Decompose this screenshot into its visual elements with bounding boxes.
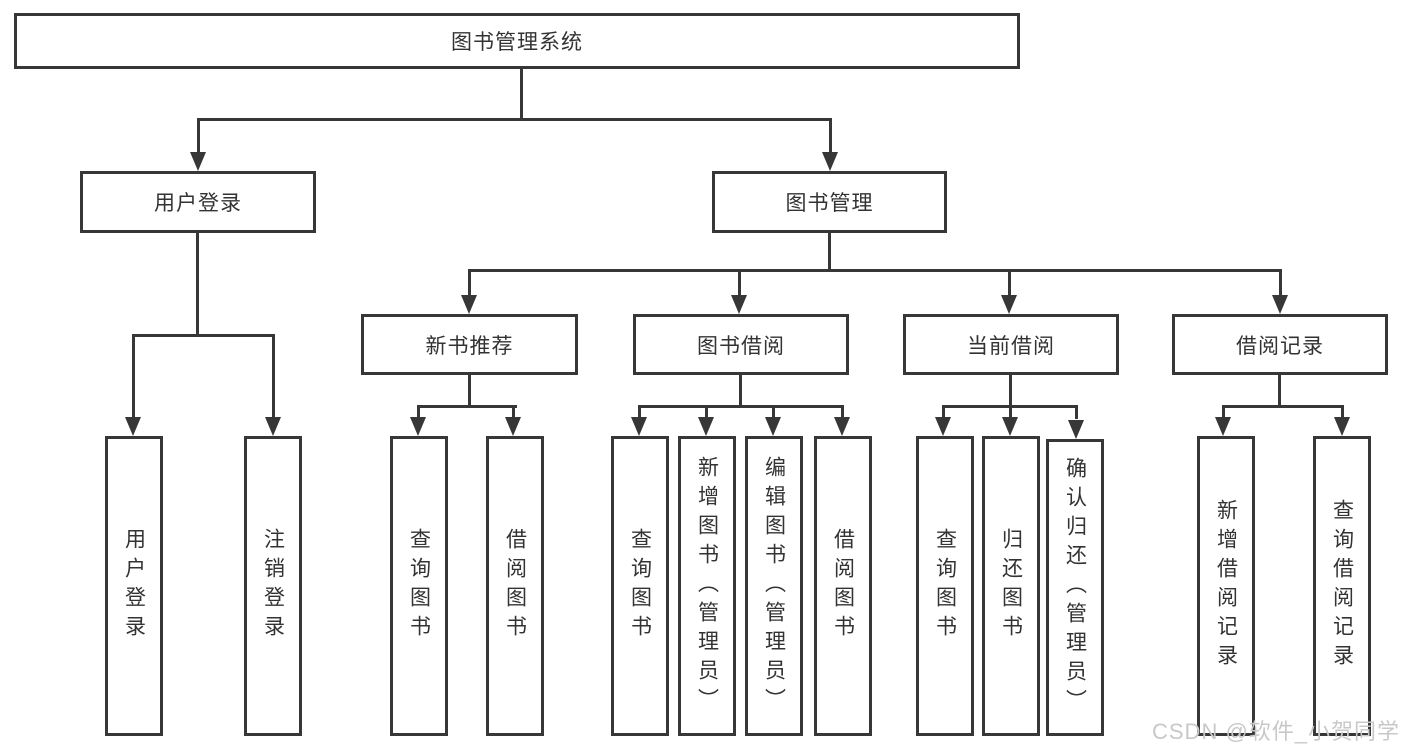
arrow-leaf-logout	[265, 417, 281, 436]
node-user-login: 用户登录	[80, 171, 316, 233]
connector-book-mgmt-stem	[828, 233, 831, 272]
arrow-add-book	[698, 417, 714, 436]
connector-drop-book-mgmt	[829, 118, 832, 154]
connector-drop-leaf-user-login	[132, 334, 135, 419]
connector-book-borrow-branch	[638, 405, 844, 408]
arrow-new-book	[461, 295, 477, 314]
arrow-add-record	[1215, 417, 1231, 436]
connector-drop-new-book	[468, 269, 471, 297]
leaf-add-book-admin: 新增图书（管理员）	[678, 436, 736, 736]
node-borrow-records-label: 借阅记录	[1236, 334, 1324, 358]
leaf-query-book-3: 查询图书	[916, 436, 974, 736]
arrow-return-book	[1002, 417, 1018, 436]
connector-drop-query-book-3	[942, 405, 945, 419]
connector-borrow-records-branch	[1222, 405, 1344, 408]
connector-current-borrow-stem	[1009, 374, 1012, 408]
leaf-confirm-return-admin: 确认归还（管理员）	[1046, 439, 1104, 736]
arrow-borrow-book-2	[834, 417, 850, 436]
leaf-confirm-return-admin-label: 确认归还（管理员）	[1063, 457, 1087, 718]
leaf-logout-label: 注销登录	[261, 528, 285, 644]
node-book-management-label: 图书管理	[785, 192, 874, 215]
node-book-borrow: 图书借阅	[633, 314, 849, 375]
leaf-borrow-book-2-label: 借阅图书	[831, 528, 855, 644]
connector-drop-edit-book	[772, 405, 775, 419]
node-user-login-label: 用户登录	[154, 192, 242, 215]
leaf-user-login-label: 用户登录	[122, 528, 146, 644]
leaf-query-book-1-label: 查询图书	[407, 528, 431, 644]
connector-new-book-stem	[468, 374, 471, 408]
leaf-borrow-book-2: 借阅图书	[814, 436, 872, 736]
leaf-borrow-book-1-label: 借阅图书	[503, 528, 527, 644]
csdn-watermark-text: CSDN @软件_小贺同学	[1152, 719, 1401, 744]
connector-drop-user-login	[197, 118, 200, 154]
arrow-book-mgmt	[822, 152, 838, 171]
leaf-return-book-label: 归还图书	[999, 528, 1023, 644]
node-new-book-recommend: 新书推荐	[361, 314, 578, 375]
connector-drop-add-record	[1222, 405, 1225, 419]
connector-drop-borrow-book-1	[512, 405, 515, 419]
node-current-borrow: 当前借阅	[903, 314, 1119, 375]
connector-drop-return-book	[1009, 405, 1012, 419]
node-root: 图书管理系统	[14, 13, 1020, 69]
leaf-add-borrow-record-label: 新增借阅记录	[1214, 499, 1238, 673]
arrow-user-login	[190, 152, 206, 171]
connector-book-borrow-stem	[739, 374, 742, 408]
node-current-borrow-label: 当前借阅	[967, 334, 1055, 358]
arrow-query-book-2	[631, 417, 647, 436]
node-new-book-recommend-label: 新书推荐	[425, 334, 514, 358]
connector-drop-add-book	[705, 405, 708, 419]
connector-drop-book-borrow	[738, 269, 741, 297]
leaf-query-borrow-record-label: 查询借阅记录	[1330, 499, 1354, 673]
arrow-borrow-book-1	[505, 417, 521, 436]
node-book-management: 图书管理	[712, 171, 947, 233]
arrow-borrow-records	[1272, 295, 1288, 314]
connector-root-stem	[520, 67, 523, 120]
connector-drop-confirm-return	[1075, 405, 1078, 419]
leaf-return-book: 归还图书	[982, 436, 1040, 736]
connector-drop-leaf-logout	[272, 334, 275, 419]
leaf-edit-book-admin: 编辑图书（管理员）	[745, 436, 803, 736]
arrow-query-book-1	[410, 417, 426, 436]
connector-book-mgmt-branch	[468, 269, 1282, 272]
leaf-user-login: 用户登录	[105, 436, 163, 736]
leaf-add-borrow-record: 新增借阅记录	[1197, 436, 1255, 736]
connector-root-branch	[197, 118, 832, 121]
connector-drop-borrow-records	[1279, 269, 1282, 297]
leaf-query-borrow-record: 查询借阅记录	[1313, 436, 1371, 736]
leaf-borrow-book-1: 借阅图书	[486, 436, 544, 736]
leaf-add-book-admin-label: 新增图书（管理员）	[695, 455, 719, 717]
connector-drop-query-book-1	[417, 405, 420, 419]
leaf-query-book-3-label: 查询图书	[933, 528, 957, 644]
connector-borrow-records-stem	[1278, 374, 1281, 408]
arrow-edit-book	[765, 417, 781, 436]
connector-drop-current-borrow	[1008, 269, 1011, 297]
arrow-leaf-user-login	[125, 417, 141, 436]
connector-drop-borrow-book-2	[841, 405, 844, 419]
connector-new-book-branch	[417, 405, 517, 408]
arrow-query-book-3	[935, 417, 951, 436]
leaf-edit-book-admin-label: 编辑图书（管理员）	[762, 455, 786, 717]
arrow-current-borrow	[1001, 295, 1017, 314]
connector-drop-query-book-2	[638, 405, 641, 419]
leaf-query-book-1: 查询图书	[390, 436, 448, 736]
leaf-query-book-2-label: 查询图书	[628, 528, 652, 644]
arrow-book-borrow	[731, 295, 747, 314]
arrow-query-record	[1334, 417, 1350, 436]
connector-drop-query-record	[1341, 405, 1344, 419]
node-root-label: 图书管理系统	[451, 31, 583, 54]
node-book-borrow-label: 图书借阅	[697, 334, 785, 358]
node-borrow-records: 借阅记录	[1172, 314, 1388, 375]
arrow-confirm-return	[1068, 420, 1084, 439]
connector-user-login-branch	[132, 334, 275, 337]
csdn-watermark: CSDN @软件_小贺同学	[1152, 714, 1400, 746]
leaf-query-book-2: 查询图书	[611, 436, 669, 736]
leaf-logout: 注销登录	[244, 436, 302, 736]
connector-user-login-stem	[196, 233, 199, 337]
